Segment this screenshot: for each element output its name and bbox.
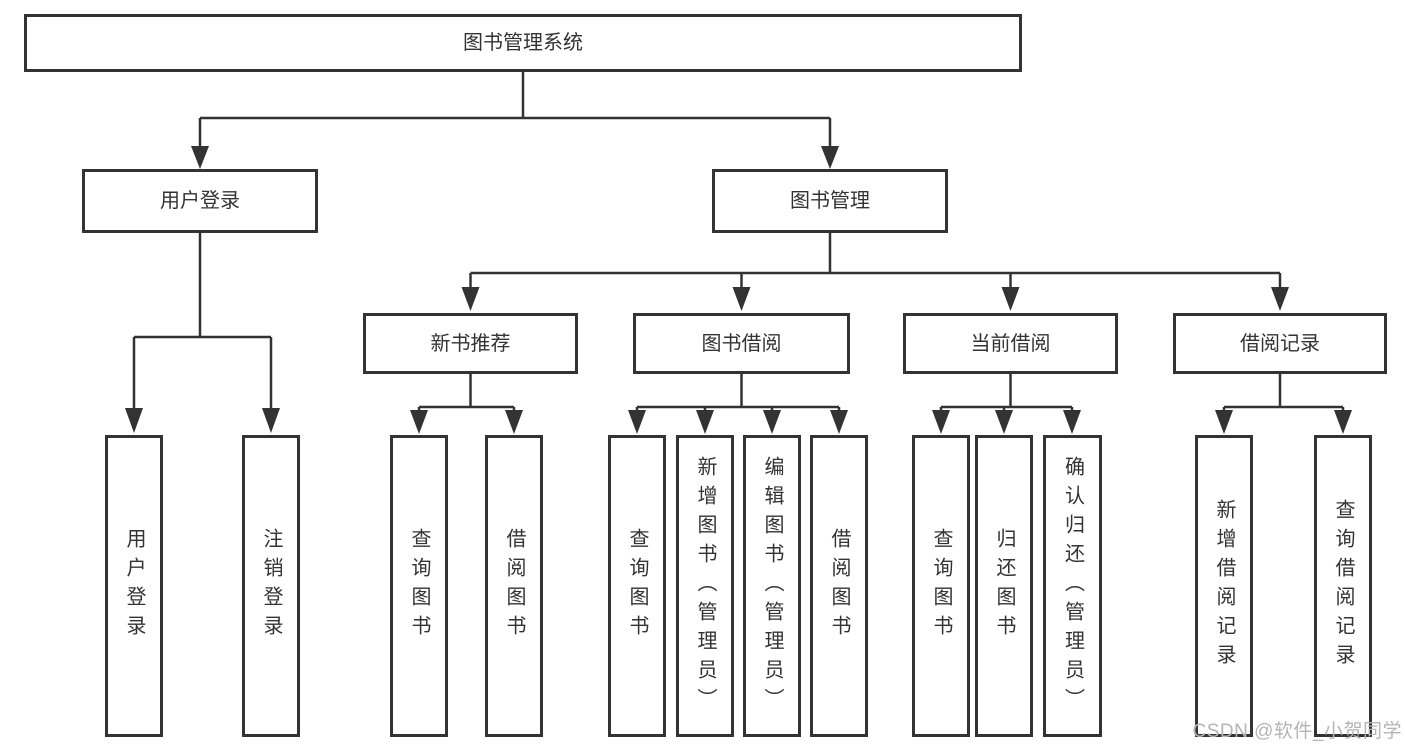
node-borrow-record: 借阅记录 <box>1173 313 1387 374</box>
node-new-book-recommend-label: 新书推荐 <box>430 332 511 355</box>
node-current-borrow: 当前借阅 <box>903 313 1118 374</box>
connector-root-to-level2 <box>191 72 839 169</box>
leaf-bb-query-book-label: 查询图书 <box>626 528 648 644</box>
csdn-watermark: CSDN @软件_小贺同学 <box>1192 721 1402 742</box>
leaf-logout: 注销登录 <box>242 435 300 737</box>
leaf-br-query-record: 查询借阅记录 <box>1314 435 1372 737</box>
connector-new-book-to-leaves <box>410 374 523 434</box>
node-user-login: 用户登录 <box>82 169 318 233</box>
leaf-bb-borrow-book: 借阅图书 <box>810 435 868 737</box>
node-book-borrow: 图书借阅 <box>633 313 850 374</box>
leaf-cb-confirm-return-admin-label: 确认归还（管理员） <box>1061 455 1084 717</box>
leaf-nb-borrow-book-label: 借阅图书 <box>503 528 525 644</box>
leaf-bb-borrow-book-label: 借阅图书 <box>828 528 850 644</box>
leaf-user-login-label: 用户登录 <box>123 528 145 644</box>
leaf-br-query-record-label: 查询借阅记录 <box>1332 499 1354 673</box>
leaf-cb-query-book: 查询图书 <box>912 435 970 737</box>
node-user-login-label: 用户登录 <box>160 190 240 212</box>
node-root: 图书管理系统 <box>24 14 1022 72</box>
connector-user-login-to-leaves <box>125 233 280 433</box>
leaf-bb-edit-book-admin: 编辑图书（管理员） <box>743 435 801 737</box>
node-new-book-recommend: 新书推荐 <box>363 313 578 374</box>
node-book-borrow-label: 图书借阅 <box>701 332 782 355</box>
connector-book-borrow-to-leaves <box>628 374 848 434</box>
leaf-user-login: 用户登录 <box>105 435 163 737</box>
connector-current-borrow-to-leaves <box>932 374 1081 434</box>
node-root-label: 图书管理系统 <box>463 32 583 54</box>
node-current-borrow-label: 当前借阅 <box>970 332 1051 355</box>
leaf-bb-add-book-admin-label: 新增图书（管理员） <box>694 455 716 717</box>
leaf-nb-borrow-book: 借阅图书 <box>485 435 543 737</box>
leaf-cb-confirm-return-admin: 确认归还（管理员） <box>1043 435 1102 737</box>
leaf-br-add-record: 新增借阅记录 <box>1195 435 1253 737</box>
node-borrow-record-label: 借阅记录 <box>1240 332 1320 355</box>
leaf-cb-return-book-label: 归还图书 <box>993 528 1015 644</box>
leaf-cb-query-book-label: 查询图书 <box>930 528 952 644</box>
connector-book-management-to-modules <box>461 233 1289 311</box>
leaf-bb-query-book: 查询图书 <box>608 435 666 737</box>
node-book-management: 图书管理 <box>712 169 948 233</box>
leaf-logout-label: 注销登录 <box>260 528 282 644</box>
connector-borrow-record-to-leaves <box>1215 374 1352 434</box>
leaf-bb-edit-book-admin-label: 编辑图书（管理员） <box>761 455 783 717</box>
leaf-nb-query-book: 查询图书 <box>390 435 448 737</box>
leaf-nb-query-book-label: 查询图书 <box>408 528 430 644</box>
leaf-cb-return-book: 归还图书 <box>975 435 1033 737</box>
leaf-br-add-record-label: 新增借阅记录 <box>1213 499 1235 673</box>
node-book-management-label: 图书管理 <box>790 190 870 212</box>
leaf-bb-add-book-admin: 新增图书（管理员） <box>676 435 734 737</box>
